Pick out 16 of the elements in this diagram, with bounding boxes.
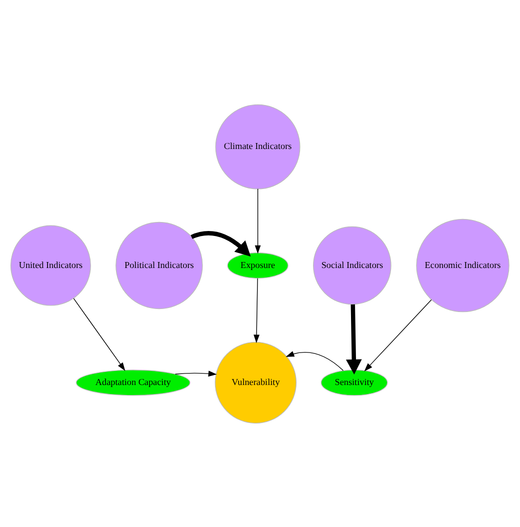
arrow xyxy=(346,304,362,374)
node-circle: United Indicators xyxy=(10,224,91,306)
arrow xyxy=(286,350,344,370)
node-ellipse: Sensitivity xyxy=(320,369,388,396)
arrow xyxy=(190,230,251,256)
node-circle: Climate Indicators xyxy=(215,104,300,189)
node-ellipse: Exposure xyxy=(227,252,288,278)
node-circle: Social Indicators xyxy=(313,226,392,304)
arrow xyxy=(254,188,261,254)
arrow xyxy=(73,298,126,370)
node-circle: Political Indicators xyxy=(116,221,203,309)
node-circle: Economic Indicators xyxy=(416,218,510,312)
arrow xyxy=(174,370,217,376)
arrow xyxy=(364,298,432,371)
arrow xyxy=(254,278,260,343)
node-ellipse: Adaptation Capacity xyxy=(76,369,190,396)
